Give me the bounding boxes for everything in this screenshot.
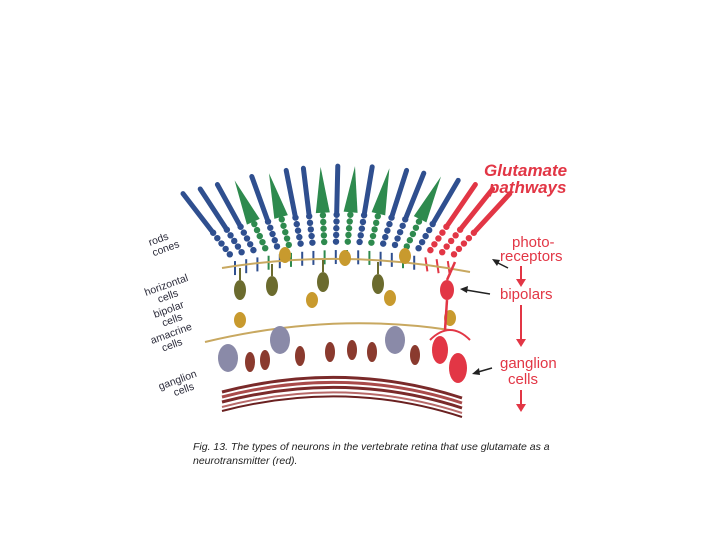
bipolar-cell (306, 292, 318, 308)
pointer-arrow-bipolars (460, 286, 490, 294)
figure-caption: Fig. 13. The types of neurons in the ver… (193, 441, 563, 468)
label-bipolars: bipolars (500, 286, 553, 303)
amacrine-cell (270, 326, 290, 354)
rod-cell (333, 166, 340, 264)
label-amacrine-cells: amacrine cells (149, 321, 198, 357)
horizontal-cell (317, 272, 329, 292)
cell-layers (205, 247, 470, 383)
rod-cell (200, 189, 246, 273)
flow-arrow-bipolars-to-ganglion (516, 305, 526, 347)
label-ganglion-line2: cells (508, 371, 538, 388)
label-rods-cones: rods cones (147, 228, 181, 259)
caption-line-1: Fig. 13. The types of neurons in the ver… (193, 441, 563, 455)
flow-arrow-photoreceptors-to-bipolars (516, 266, 526, 287)
bipolar-cell (234, 312, 246, 328)
ganglion-cell (295, 346, 305, 366)
horizontal-cell (372, 274, 384, 294)
glutamate-ganglion-cell (432, 336, 448, 364)
ganglion-cell (245, 352, 255, 372)
amacrine-cell (385, 326, 405, 354)
ganglion-cell (367, 342, 377, 362)
pathway-title-line2: pathways (488, 178, 566, 197)
ganglion-cell (347, 340, 357, 360)
glutamate-ganglion-cell (449, 353, 467, 383)
horizontal-cell (266, 276, 278, 296)
ganglion-cell (325, 342, 335, 362)
cone-cell (344, 166, 358, 264)
bipolar-cell (384, 290, 396, 306)
bipolar-cell (399, 248, 411, 264)
cone-cell (316, 167, 330, 265)
pointer-arrow-ganglion (472, 368, 492, 375)
ganglion-cell (410, 345, 420, 365)
glutamate-bipolar-cell (440, 280, 454, 300)
horizontal-cell (234, 280, 246, 300)
label-photoreceptors-line2: receptors (500, 248, 563, 265)
amacrine-cell (218, 344, 238, 372)
retinal-membrane (222, 377, 462, 417)
bipolar-cell (279, 247, 291, 263)
flow-arrow-ganglion-out (516, 390, 526, 412)
rod-cell (303, 168, 315, 265)
caption-line-2: neurotransmitter (red). (193, 455, 563, 469)
bipolar-cell (339, 250, 351, 266)
label-ganglion-line1: ganglion (500, 355, 557, 372)
rod-cell (356, 167, 372, 265)
label-ganglion-cells: ganglion cells (157, 368, 202, 403)
ganglion-cell (260, 350, 270, 370)
